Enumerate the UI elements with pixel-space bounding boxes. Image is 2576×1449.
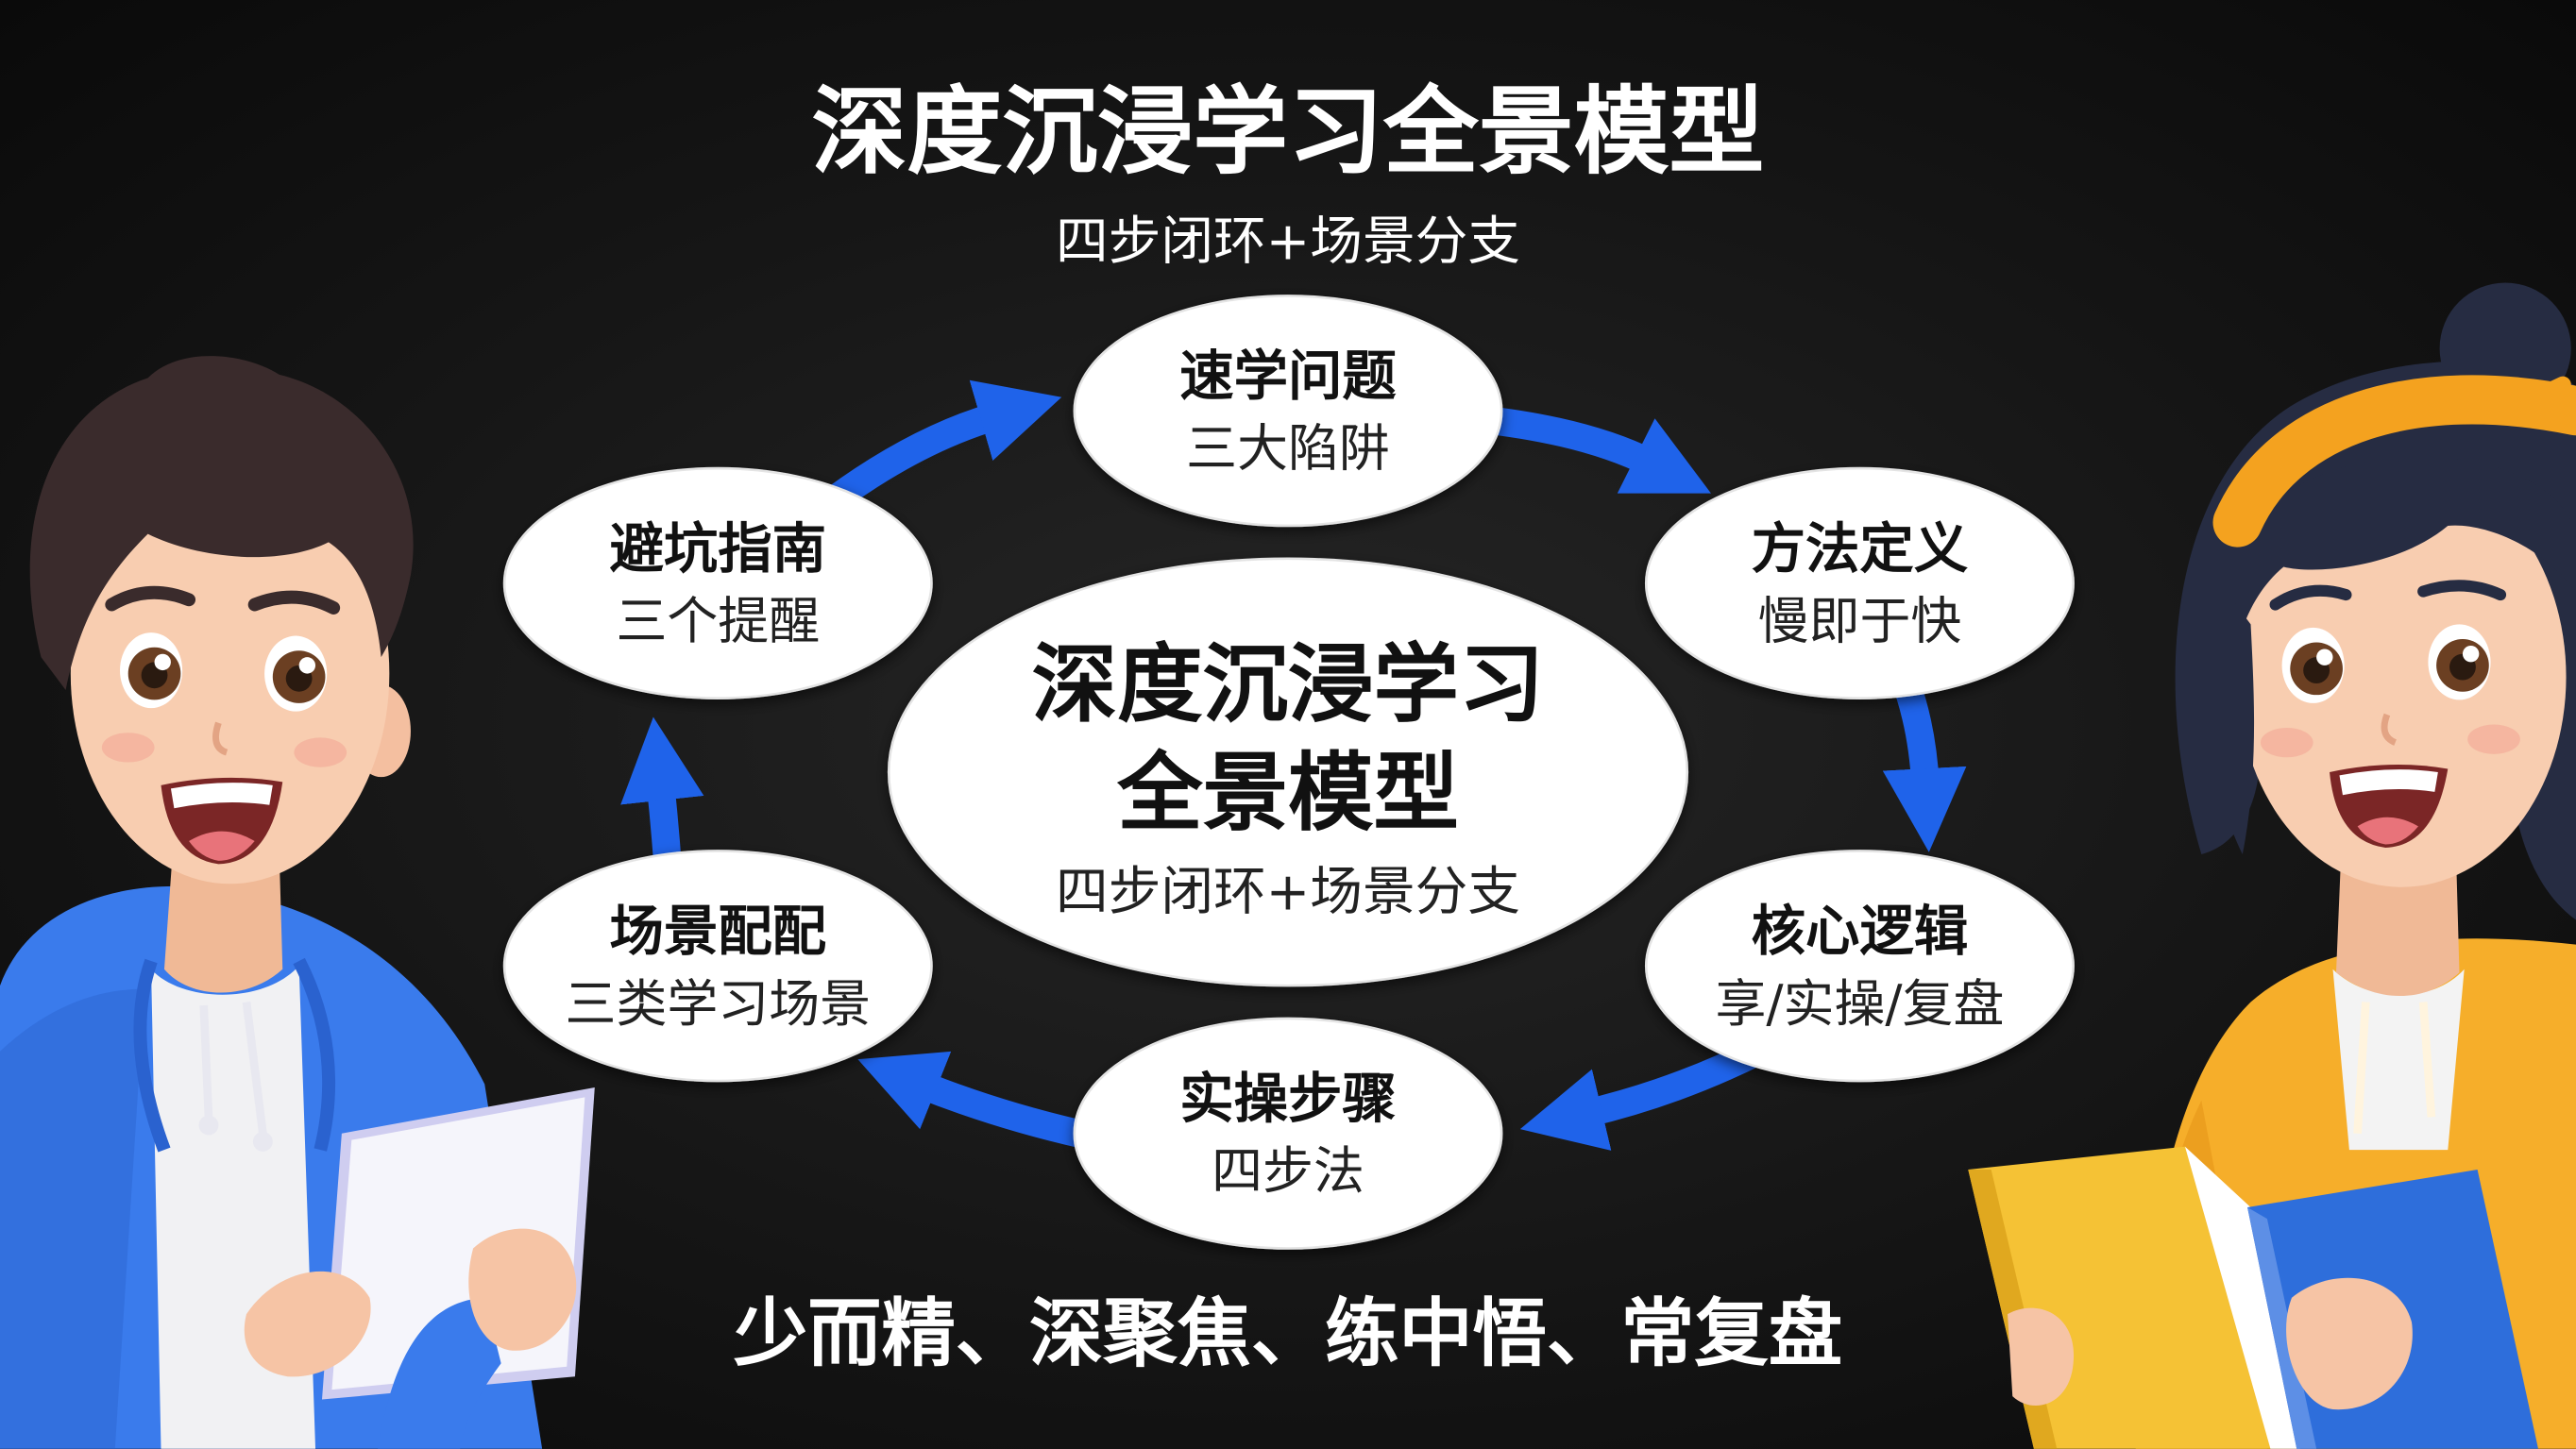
node-title: 核心逻辑 [1752, 900, 1969, 963]
boy-hood-rim-right [293, 957, 336, 1152]
boy-hoodie-string [199, 1004, 213, 1118]
center-hub: 深度沉浸学习 全景模型 四步闭环+场景分支 [887, 557, 1689, 987]
boy-eye-left [120, 632, 183, 709]
arrow-core-logic-to-steps [1519, 1038, 1765, 1151]
boy-nose [212, 721, 229, 756]
node-title: 方法定义 [1752, 517, 1969, 581]
boy-hand-left [244, 1271, 371, 1377]
node-title: 实操步骤 [1179, 1068, 1397, 1131]
girl-eye-left [2281, 627, 2345, 703]
node-method-definition: 方法定义 慢即于快 [1644, 466, 2075, 699]
node-subtitle: 四步法 [1212, 1141, 1364, 1201]
node-pitfall-guide: 避坑指南 三个提醒 [502, 466, 933, 699]
girl-neck [2335, 853, 2460, 997]
boy-hand-right [468, 1228, 577, 1351]
girl-face [2237, 466, 2567, 887]
boy-hoodie-string-tip [198, 1115, 219, 1136]
boy-hoodie-string-tip [252, 1131, 273, 1152]
boy-hood-rim-left [133, 958, 171, 1153]
node-subtitle: 慢即于快 [1758, 591, 1962, 650]
node-title: 避坑指南 [609, 517, 826, 581]
girl-headband [2212, 375, 2576, 548]
girl-character-illustration [1968, 282, 2576, 1449]
node-subtitle: 三大陷阱 [1186, 419, 1390, 479]
node-ellipse [502, 850, 933, 1083]
node-ellipse [1644, 466, 2075, 699]
boy-sleeve [378, 1297, 501, 1449]
node-title: 场景配配 [609, 900, 826, 963]
girl-eyebrow-right [2417, 580, 2507, 601]
center-hub-ellipse [887, 557, 1689, 987]
node-title: 速学问题 [1179, 345, 1397, 408]
girl-eye-right [2428, 624, 2491, 700]
page-title: 深度沉浸学习全景模型 [812, 76, 1765, 187]
boy-hoodie-string [242, 1001, 267, 1135]
girl-nose [2381, 713, 2398, 746]
girl-hand-right [2286, 1277, 2413, 1410]
boy-neck [163, 853, 283, 993]
node-ellipse [1073, 1017, 1503, 1250]
girl-hoodie-string [2353, 1002, 2370, 1134]
center-title-line1: 深度沉浸学习 [1032, 635, 1545, 734]
node-scene-matching: 场景配配 三类学习场景 [502, 850, 933, 1083]
boy-eyebrow-left [105, 585, 196, 612]
arrow-quick-study-to-method [1477, 405, 1711, 494]
boy-cheek-left [101, 733, 155, 763]
arrow-steps-to-scenes [857, 1051, 1096, 1151]
center-subtitle: 四步闭环+场景分支 [1056, 861, 1520, 922]
node-ellipse [1644, 850, 2075, 1083]
girl-side-strand [2212, 591, 2255, 854]
boy-face [70, 463, 390, 885]
girl-shirt [2332, 969, 2465, 1151]
node-subtitle: 享/实操/复盘 [1715, 974, 2004, 1034]
node-practice-steps: 实操步骤 四步法 [1073, 1017, 1503, 1250]
node-quick-study-problems: 速学问题 三大陷阱 [1073, 295, 1503, 528]
girl-hand-left [2008, 1307, 2075, 1407]
boy-eyebrow-right [247, 590, 341, 615]
girl-cheek-left [2260, 727, 2313, 758]
girl-eyebrow-left [2269, 584, 2352, 611]
bottom-tagline: 少而精、深聚焦、练中悟、常复盘 [734, 1290, 1842, 1376]
node-subtitle: 三个提醒 [616, 591, 820, 650]
node-core-logic: 核心逻辑 享/实操/复盘 [1644, 850, 2075, 1083]
boy-character-illustration [0, 356, 595, 1449]
boy-mouth [161, 777, 283, 865]
center-title-line2: 全景模型 [1116, 744, 1459, 843]
node-ellipse [502, 466, 933, 699]
girl-bangs [2234, 457, 2576, 645]
girl-hoodie-string [2418, 1002, 2436, 1118]
boy-eye-right [264, 635, 328, 712]
girl-mouth [2330, 765, 2449, 848]
node-subtitle: 三类学习场景 [566, 974, 872, 1034]
boy-hoodie-shadow [0, 988, 145, 1449]
boy-hair [29, 356, 414, 690]
node-ellipse [1073, 295, 1503, 528]
girl-cheek-right [2467, 724, 2520, 754]
boy-cheek-right [294, 737, 347, 767]
page-subtitle: 四步闭环+场景分支 [1056, 211, 1520, 272]
